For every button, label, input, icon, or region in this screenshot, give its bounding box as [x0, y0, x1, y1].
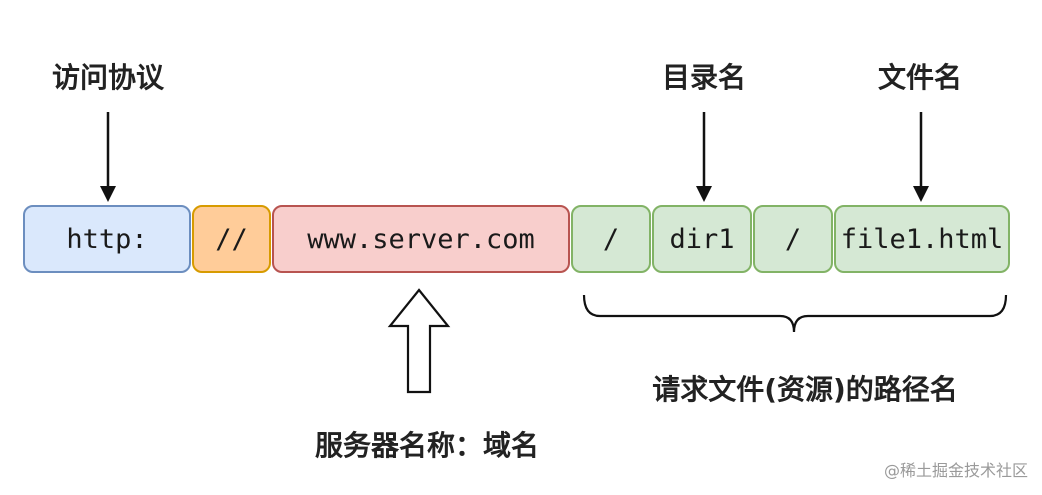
slashes-segment: // [192, 205, 271, 273]
slash2-text: / [784, 223, 802, 255]
server-hollow-arrow [387, 288, 451, 394]
directory-arrow [696, 112, 712, 202]
slash2-segment: / [753, 205, 833, 273]
scheme-text: http: [66, 223, 148, 255]
filename-label: 文件名 [877, 61, 962, 94]
slash1-segment: / [571, 205, 651, 273]
directory-label: 目录名 [661, 61, 746, 94]
file-text: file1.html [840, 223, 1004, 255]
dir-segment: dir1 [652, 205, 752, 273]
dir-text: dir1 [669, 223, 735, 255]
server-label: 服务器名称：域名 [314, 429, 539, 462]
host-segment: www.server.com [272, 205, 570, 273]
protocol-label: 访问协议 [51, 61, 164, 94]
path-brace [582, 294, 1008, 333]
path-label: 请求文件(资源)的路径名 [652, 373, 958, 406]
slash1-text: / [602, 223, 620, 255]
protocol-arrow [100, 112, 116, 202]
watermark: @稀土掘金技术社区 [883, 461, 1028, 480]
slashes-text: // [215, 223, 248, 255]
filename-arrow [913, 112, 929, 202]
host-text: www.server.com [307, 223, 535, 255]
scheme-segment: http: [23, 205, 191, 273]
file-segment: file1.html [834, 205, 1010, 273]
